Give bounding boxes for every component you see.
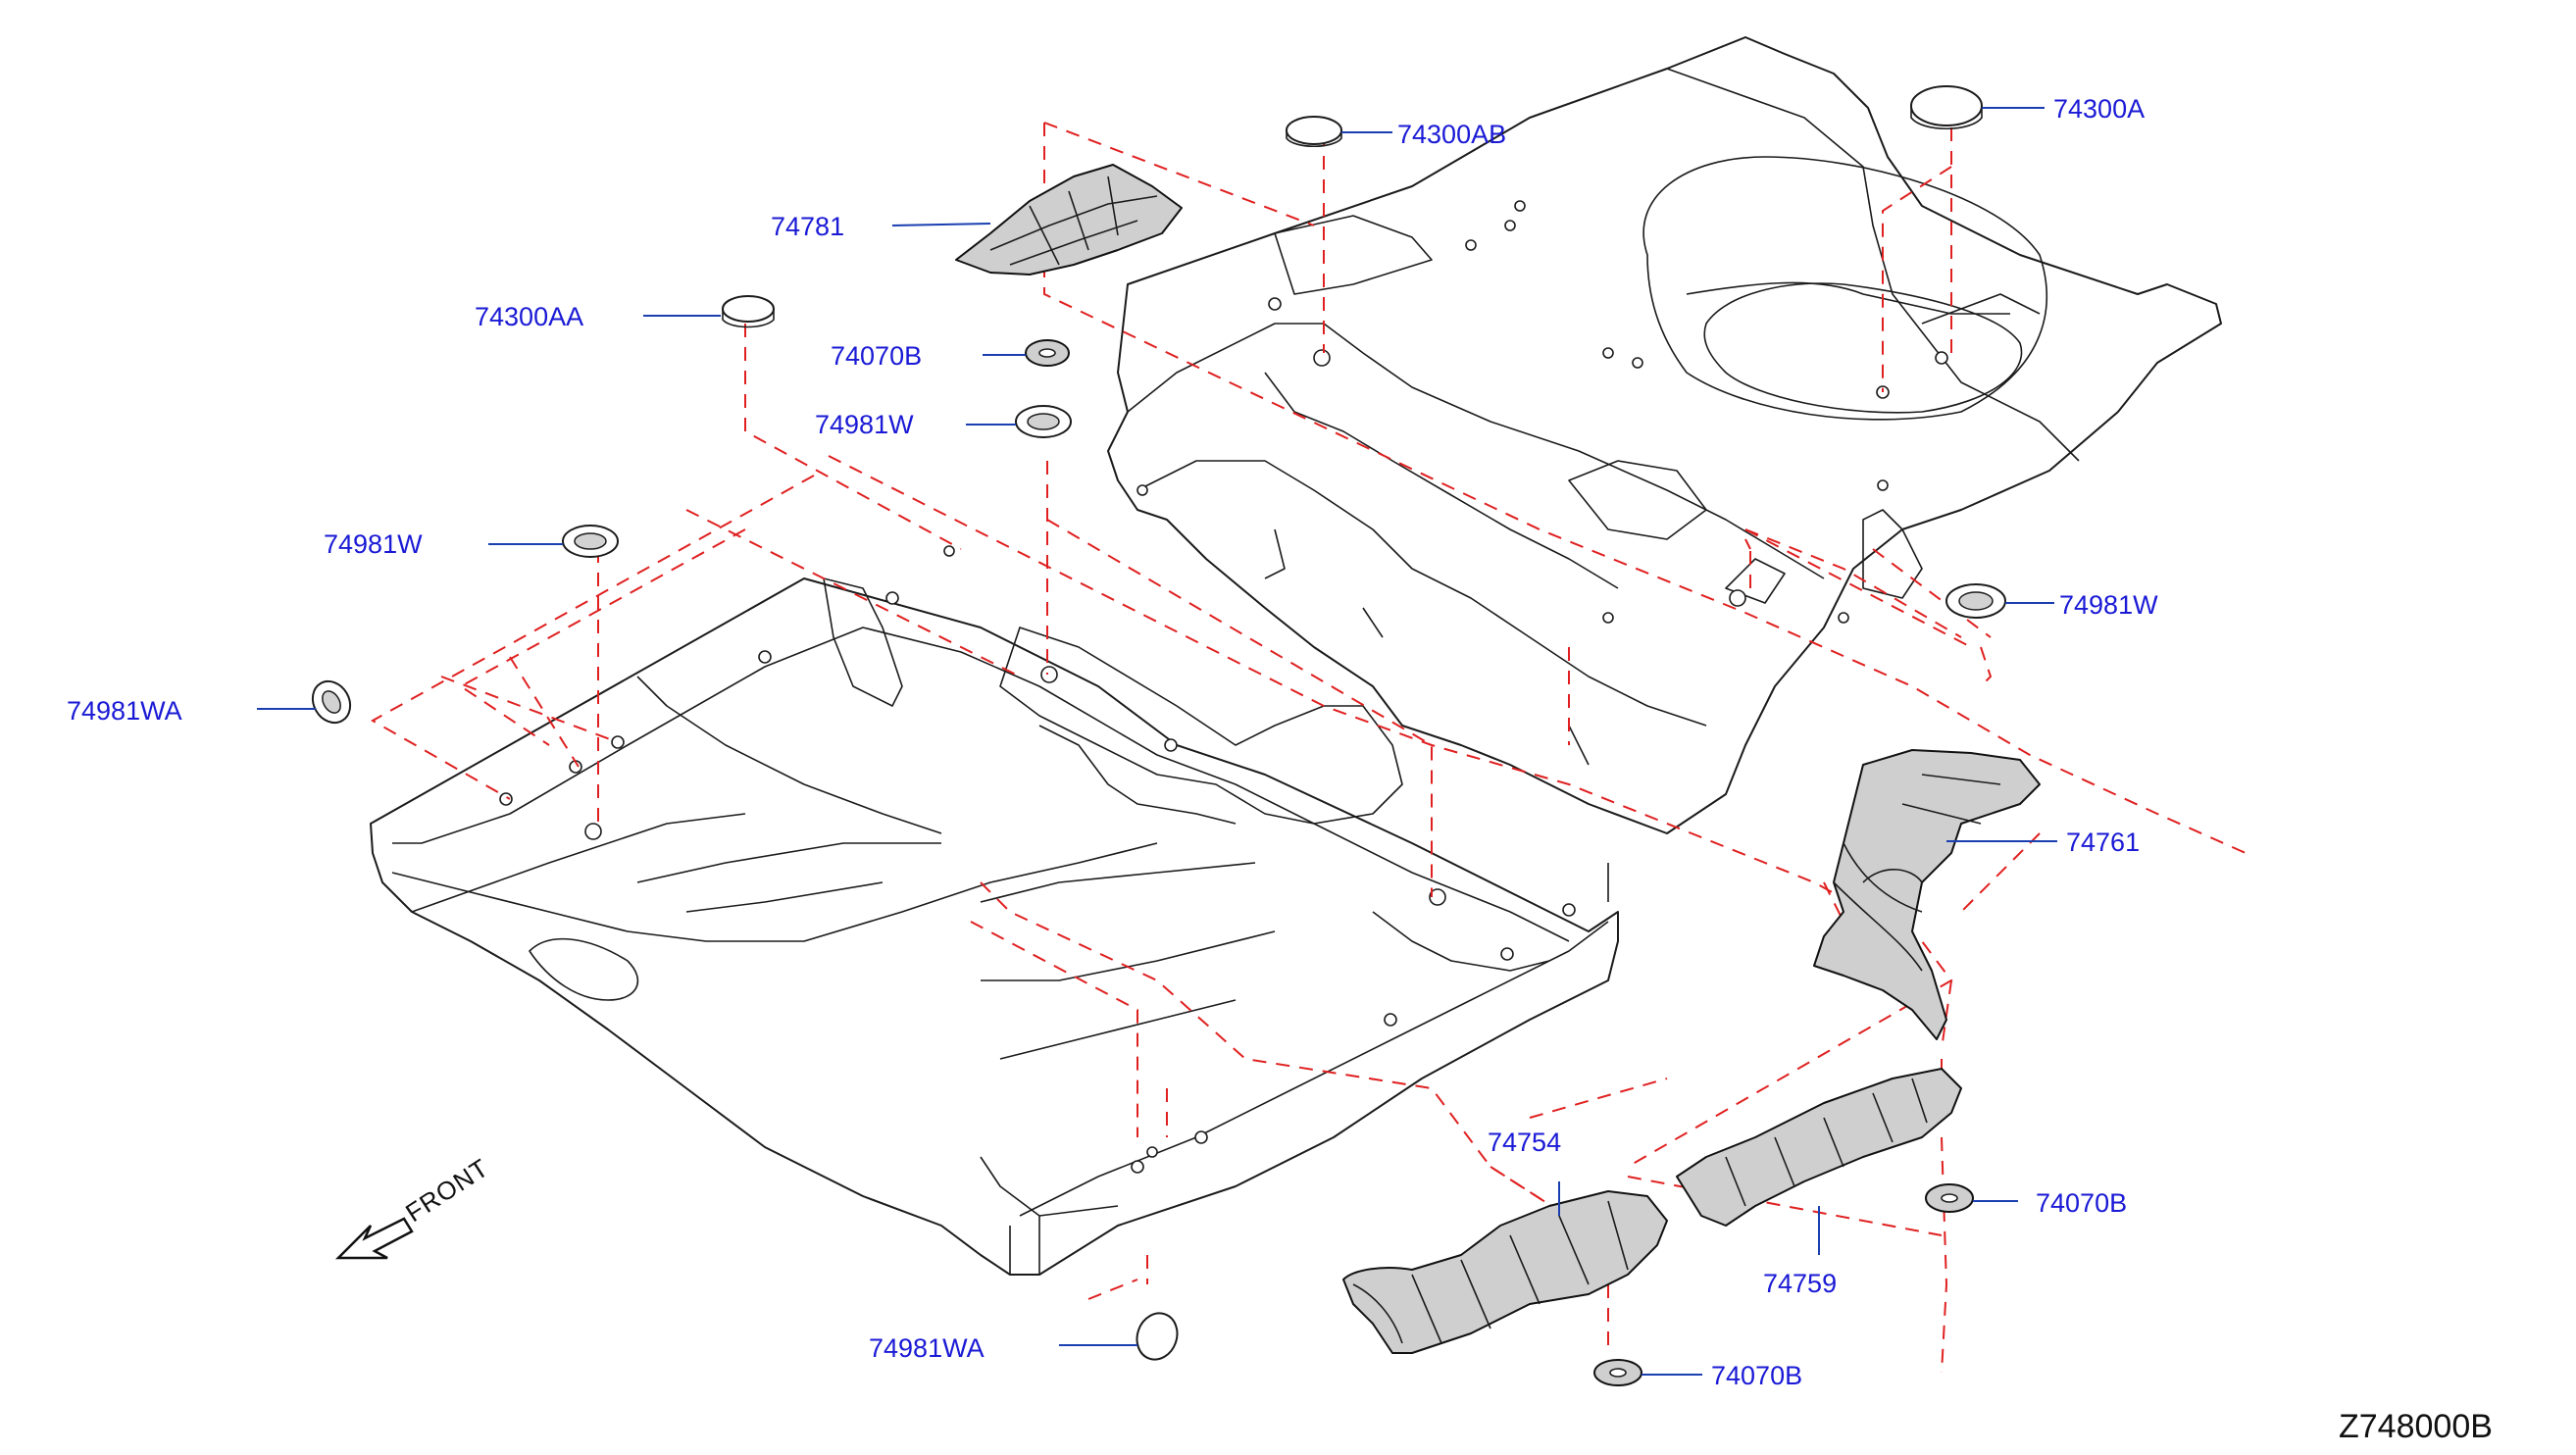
callout-74981WA-bottom: 74981WA xyxy=(869,1333,985,1363)
clip-74070B-right xyxy=(1925,1183,1974,1213)
plug-74300A xyxy=(1910,85,1983,130)
installation-lines xyxy=(370,122,2247,1374)
grommet-74981WA-left xyxy=(311,679,352,725)
grommet-74981W-top xyxy=(1015,405,1072,438)
callout-74300AA: 74300AA xyxy=(475,302,584,331)
callout-74300A: 74300A xyxy=(2053,94,2146,124)
callout-74981W-right: 74981W xyxy=(2059,590,2158,620)
plug-74300AA xyxy=(722,295,775,328)
callout-74070B-top: 74070B xyxy=(831,341,923,371)
callout-74759: 74759 xyxy=(1763,1269,1838,1298)
heat-shield-74754 xyxy=(1342,1190,1668,1354)
grommet-74981W-right xyxy=(1945,583,2006,619)
clip-74070B-bottom xyxy=(1593,1359,1642,1386)
heat-shield-74781 xyxy=(955,164,1183,276)
grommet-74981WA-bottom xyxy=(1136,1312,1179,1361)
rear-floor-panel xyxy=(1107,36,2222,834)
front-arrow-icon xyxy=(334,1217,414,1260)
callout-74070B-bottom: 74070B xyxy=(1711,1361,1803,1390)
heat-shield-74759 xyxy=(1676,1068,1962,1227)
plug-74300AB xyxy=(1286,116,1342,147)
clip-74070B-top xyxy=(1025,339,1070,367)
callout-74761: 74761 xyxy=(2066,828,2141,857)
callout-74300AB: 74300AB xyxy=(1397,120,1507,149)
leader-lines xyxy=(257,107,2057,1376)
diagram-code: Z748000B xyxy=(2339,1408,2493,1445)
callout-74981W-top: 74981W xyxy=(815,410,914,439)
callout-74754: 74754 xyxy=(1488,1128,1562,1157)
callout-74781: 74781 xyxy=(771,212,845,241)
callout-74981WA-left: 74981WA xyxy=(67,696,182,726)
grommet-74981W-left xyxy=(562,525,619,558)
front-floor-panel xyxy=(370,545,1619,1276)
callout-74981W-left: 74981W xyxy=(324,529,423,559)
heat-shield-74761 xyxy=(1813,749,2041,1040)
callout-74070B-right: 74070B xyxy=(2036,1188,2128,1218)
